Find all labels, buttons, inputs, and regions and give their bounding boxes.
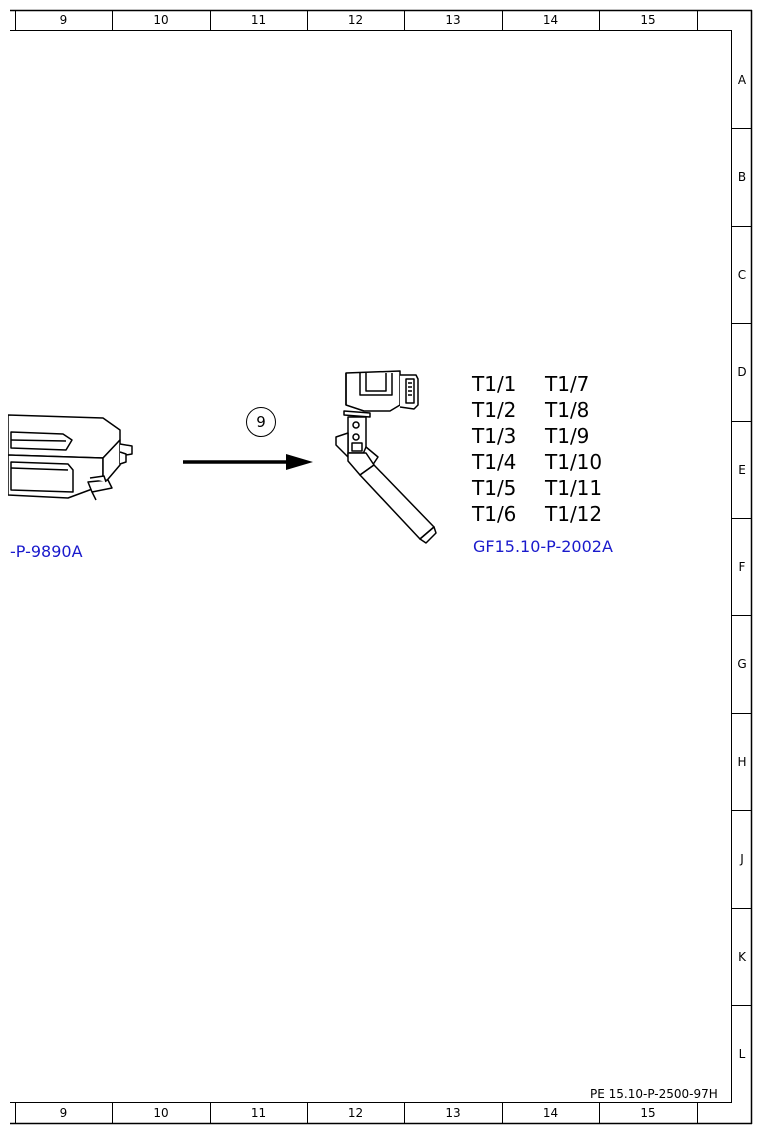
pin-label: T1/12 — [545, 502, 603, 526]
bottom-column-label-9: 9 — [59, 1106, 68, 1120]
pin-label: T1/7 — [545, 372, 590, 396]
row-label-a: A — [737, 73, 747, 87]
bottom-column-label-14: 14 — [542, 1106, 559, 1120]
row-label-f: F — [738, 560, 746, 574]
top-column-label-11: 11 — [250, 13, 267, 27]
pin-label: T1/6 — [472, 502, 517, 526]
pin-label: T1/2 — [472, 398, 517, 422]
row-label-b: B — [737, 170, 747, 184]
row-label-l: L — [738, 1047, 746, 1061]
top-column-label-12: 12 — [347, 13, 364, 27]
top-column-label-9: 9 — [59, 13, 68, 27]
pin-list: T1/1 T1/2 T1/3 T1/4 T1/5 T1/6 T1/7 T1/8 … — [472, 371, 622, 531]
top-column-label-14: 14 — [542, 13, 559, 27]
sensor-reference-link[interactable]: GF15.10-P-2002A — [473, 537, 613, 556]
pin-label: T1/8 — [545, 398, 590, 422]
pin-label: T1/3 — [472, 424, 517, 448]
callout-number: 9 — [256, 413, 266, 431]
row-label-c: C — [737, 268, 747, 282]
row-label-d: D — [737, 365, 747, 379]
bottom-column-label-12: 12 — [347, 1106, 364, 1120]
row-label-j: J — [740, 852, 744, 866]
pin-label: T1/10 — [545, 450, 603, 474]
top-column-label-10: 10 — [153, 13, 169, 27]
bottom-column-label-11: 11 — [250, 1106, 267, 1120]
row-label-k: K — [738, 950, 746, 964]
row-label-h: H — [737, 755, 747, 769]
sensor-illustration — [335, 370, 437, 544]
bottom-column-label-13: 13 — [445, 1106, 461, 1120]
bottom-column-label-10: 10 — [153, 1106, 169, 1120]
pin-label: T1/9 — [545, 424, 590, 448]
row-label-g: G — [737, 657, 747, 671]
control-unit-reference-link[interactable]: -P-9890A — [10, 542, 83, 561]
top-column-label-13: 13 — [445, 13, 461, 27]
direction-arrow — [183, 454, 313, 470]
bottom-column-label-15: 15 — [640, 1106, 656, 1120]
pin-label: T1/1 — [472, 372, 517, 396]
row-label-e: E — [738, 463, 746, 477]
pin-label: T1/5 — [472, 476, 517, 500]
control-unit-illustration — [8, 414, 133, 501]
top-column-label-15: 15 — [640, 13, 656, 27]
pin-label: T1/4 — [472, 450, 517, 474]
document-id: PE 15.10-P-2500-97H — [590, 1087, 718, 1101]
callout-circle — [246, 407, 276, 437]
pin-label: T1/11 — [545, 476, 603, 500]
